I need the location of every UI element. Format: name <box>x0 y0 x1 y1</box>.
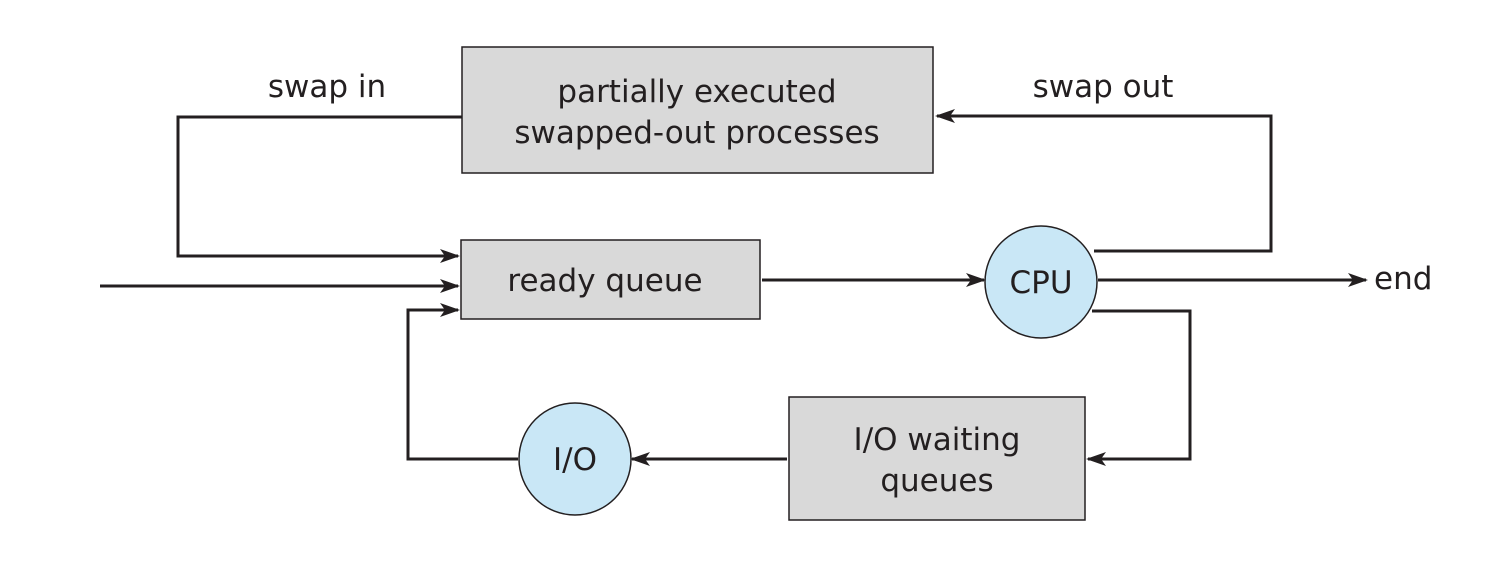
ready-queue-label: ready queue <box>507 263 702 299</box>
swap-in-label: swap in <box>268 69 386 105</box>
swapped-out-line-1: partially executed <box>557 74 836 110</box>
swap-out-arrow <box>935 109 1273 253</box>
io-waiting-line-2: queues <box>880 463 993 499</box>
io-label: I/O <box>553 442 597 478</box>
io-to-ready-arrow <box>406 303 518 461</box>
io-waiting-line-1: I/O waiting <box>854 422 1021 458</box>
io-waiting-queues-box <box>788 396 1086 521</box>
io-node <box>518 402 632 516</box>
cpu-label: CPU <box>1009 265 1072 301</box>
ready-queue-box <box>460 239 761 320</box>
swap-out-label: swap out <box>1033 69 1174 105</box>
end-label: end <box>1374 261 1432 297</box>
swapped-out-line-2: swapped-out processes <box>514 115 879 151</box>
swapped-out-processes-box <box>461 46 934 174</box>
cpu-node <box>984 225 1098 339</box>
swap-in-arrow <box>176 115 462 263</box>
cpu-to-io-wait-arrow <box>1086 309 1192 466</box>
